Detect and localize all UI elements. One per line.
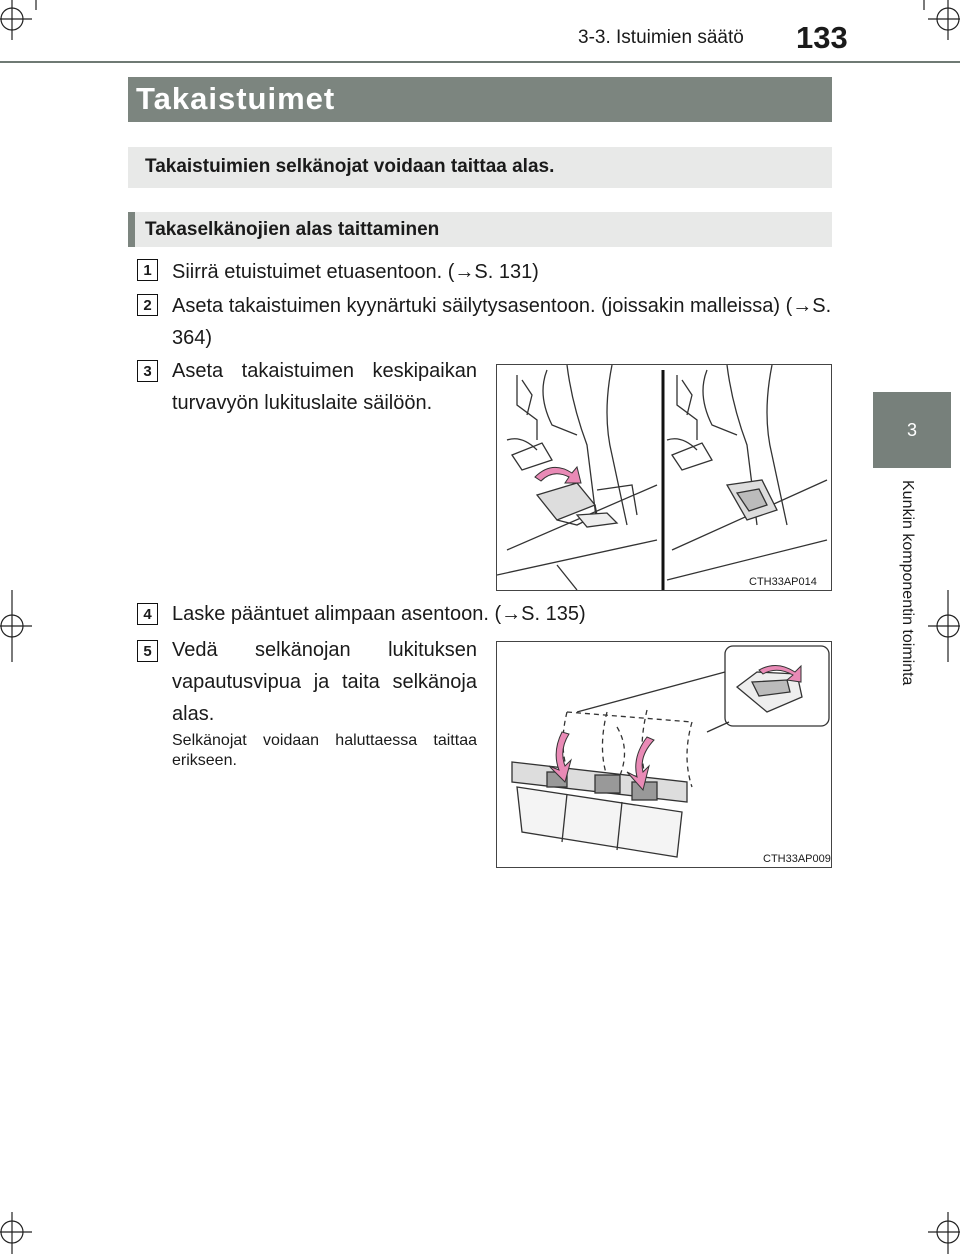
figure-seatbelt-buckle: CTH33AP014 [496, 364, 832, 591]
section-title: Takaistuimet [136, 81, 336, 116]
step-text: Aseta takaistuimen kyynärtuki säilytysas… [172, 295, 832, 349]
note-text: Selkänojat voidaan haluttaessa taittaa e… [172, 732, 477, 769]
chapter-side-label: Kunkin komponentin toiminta [899, 480, 916, 686]
subheading: Takaselkänojien alas taittaminen [145, 219, 440, 240]
intro-box: Takaistuimien selkänojat voidaan taittaa… [128, 147, 832, 188]
step-text: Aseta takaistuimen keskipaikan turvavyön… [172, 360, 477, 414]
figure-rear-seat-fold: CTH33AP009 [496, 641, 832, 868]
step-text: Laske pääntuet alimpaan asentoon. (→S. 1… [172, 603, 586, 625]
step-text: Siirrä etuistuimet etuasentoon. (→S. 131… [172, 261, 539, 283]
step-number: 5 [137, 640, 158, 662]
intro-text: Takaistuimien selkänojat voidaan taittaa… [145, 156, 555, 177]
seatbelt-buckle-illustration [496, 364, 828, 591]
section-title-bar: Takaistuimet [128, 77, 832, 122]
chapter-tab: 3 [873, 392, 951, 468]
subheading-bar: Takaselkänojien alas taittaminen [128, 212, 832, 247]
figure-code: CTH33AP009 [763, 853, 831, 865]
rear-seat-fold-illustration [511, 645, 830, 858]
header-rule [0, 61, 960, 63]
page-number: 133 [796, 20, 848, 55]
figure-code: CTH33AP014 [749, 576, 817, 588]
subheading-accent [128, 212, 135, 247]
step-number: 3 [137, 360, 158, 382]
chapter-side-label-wrap: Kunkin komponentin toiminta [898, 480, 928, 720]
step-number: 4 [137, 603, 158, 625]
step-number: 1 [137, 259, 158, 281]
step-text: Vedä selkänojan lukituksen vapautusvipua… [172, 639, 477, 725]
chapter-label: 3-3. Istuimien säätö [578, 27, 744, 48]
step-number: 2 [137, 294, 158, 316]
